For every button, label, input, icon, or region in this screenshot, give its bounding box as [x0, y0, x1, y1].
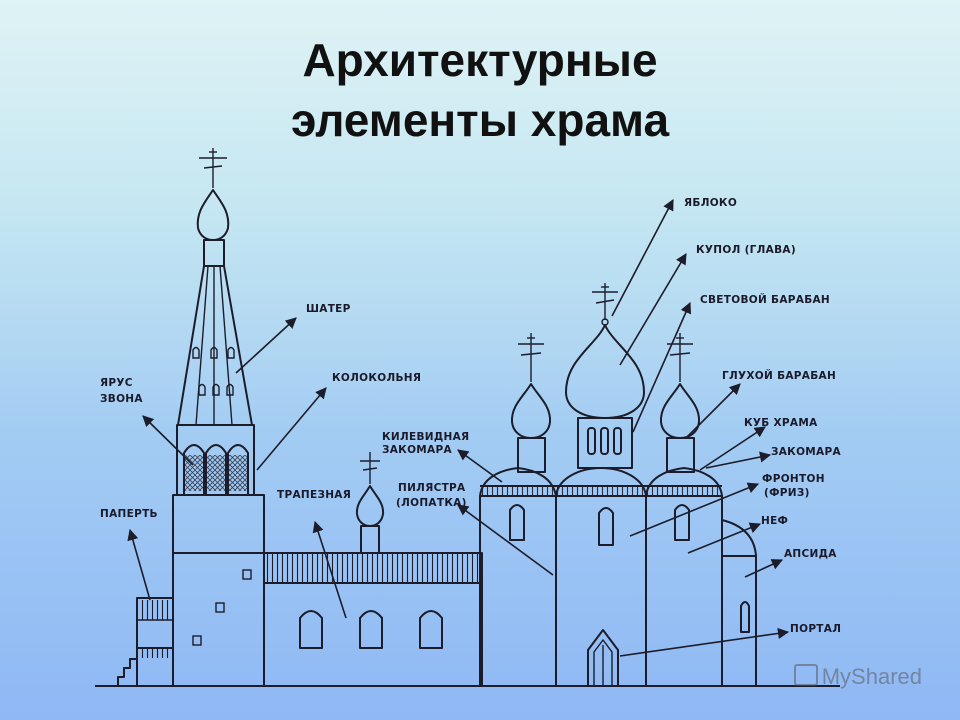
- label-friz: (ФРИЗ): [764, 487, 810, 499]
- label-nef: НЕФ: [761, 515, 788, 527]
- label-svetovoy-baraban: СВЕТОВОЙ БАРАБАН: [700, 293, 830, 306]
- title-line-1: Архитектурные: [302, 34, 658, 86]
- label-pilyastra-2: (ЛОПАТКА): [396, 497, 467, 509]
- refectory-windows: [299, 610, 443, 649]
- label-kilevidnaya-2: ЗАКОМАРА: [382, 444, 452, 456]
- label-paperte: ПАПЕРТЬ: [100, 508, 158, 520]
- watermark: MyShared: [793, 664, 922, 690]
- central-dome: [565, 324, 645, 419]
- title-line-2: элементы храма: [290, 94, 670, 146]
- label-shater: ШАТЕР: [306, 303, 351, 315]
- label-kupol: КУПОЛ (ГЛАВА): [696, 244, 796, 256]
- label-kolokolnya: КОЛОКОЛЬНЯ: [332, 372, 421, 384]
- label-yarus-1: ЯРУС: [100, 377, 133, 389]
- label-kilevidnaya-1: КИЛЕВИДНАЯ: [382, 431, 469, 443]
- porch: [117, 597, 174, 686]
- label-trapeznaya: ТРАПЕЗНАЯ: [277, 489, 351, 501]
- label-yarus-2: ЗВОНА: [100, 393, 143, 405]
- right-cross: [667, 333, 693, 382]
- central-drum: [577, 417, 633, 469]
- apse: [721, 519, 757, 686]
- refectory: [263, 452, 483, 687]
- label-portal: ПОРТАЛ: [790, 623, 841, 635]
- main-church: [479, 283, 757, 687]
- labels: ЯБЛОКО КУПОЛ (ГЛАВА) СВЕТОВОЙ БАРАБАН ГЛ…: [100, 197, 841, 635]
- bell-tier-arches: [183, 444, 249, 495]
- refectory-frieze: [264, 553, 482, 583]
- page-title: Архитектурные элементы храма: [0, 30, 960, 150]
- bell-tower-drum: [203, 239, 225, 267]
- label-zakomara: ЗАКОМАРА: [771, 446, 841, 458]
- refectory-dome: [355, 485, 385, 527]
- watermark-text: MyShared: [821, 664, 922, 689]
- left-dome: [510, 383, 552, 439]
- bell-tower-base: [172, 494, 265, 554]
- label-fronton: ФРОНТОН: [762, 473, 825, 485]
- left-cross: [518, 333, 544, 382]
- label-kub-hrama: КУБ ХРАМА: [744, 417, 818, 429]
- presentation-icon: [793, 664, 818, 686]
- portal: [587, 629, 619, 686]
- refectory-cross: [360, 452, 380, 484]
- church-cube: [479, 495, 723, 687]
- label-pilyastra-1: ПИЛЯСТРА: [398, 482, 466, 494]
- pointer-arrows: [127, 199, 790, 657]
- label-gluhoy-baraban: ГЛУХОЙ БАРАБАН: [722, 369, 836, 382]
- label-yabloko: ЯБЛОКО: [684, 197, 737, 209]
- tent-roof: [177, 265, 253, 426]
- tent-windows: [192, 346, 235, 396]
- bell-tower: [117, 148, 265, 687]
- central-cross: [592, 283, 618, 320]
- bell-tower-dome: [196, 189, 230, 241]
- label-apsida: АПСИДА: [784, 548, 837, 560]
- bell-tower-cross: [199, 148, 227, 188]
